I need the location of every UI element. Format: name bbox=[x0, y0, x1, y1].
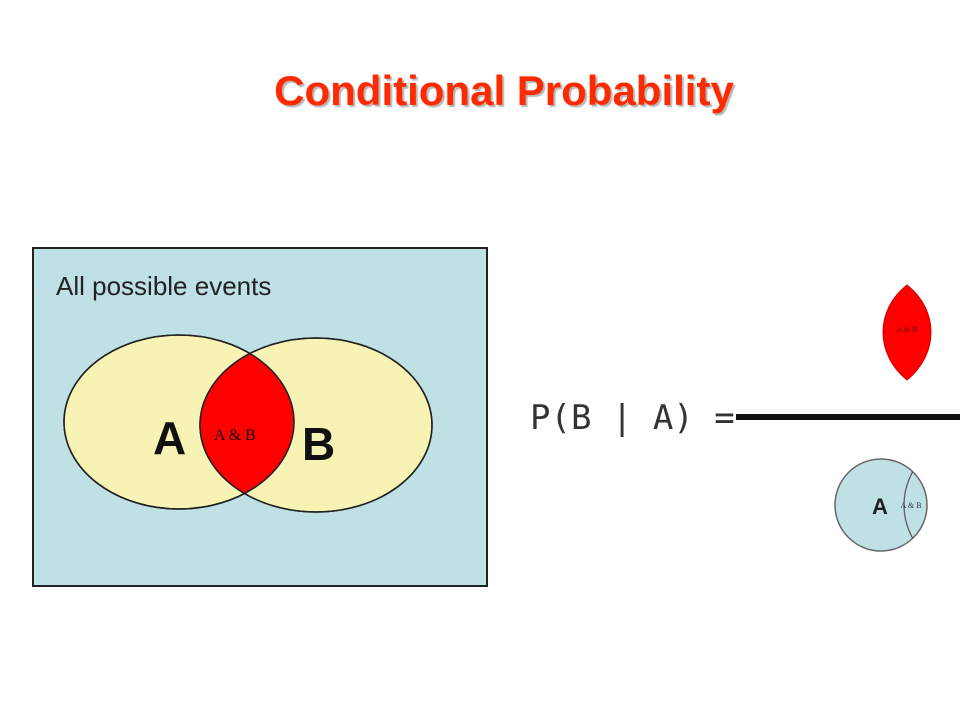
denominator-set-circle bbox=[834, 458, 928, 552]
universe-caption: All possible events bbox=[56, 271, 271, 301]
denominator-set-label: A bbox=[872, 494, 888, 519]
numerator-label: A & B bbox=[897, 325, 918, 334]
venn-svg: All possible events A B A & B bbox=[32, 247, 488, 587]
numerator-intersection-lens bbox=[882, 284, 932, 381]
venn-diagram: All possible events A B A & B bbox=[32, 247, 488, 587]
set-a-label: A bbox=[153, 412, 186, 464]
formula-lhs: P(B | A) = bbox=[530, 398, 735, 438]
set-b-outline bbox=[199, 337, 433, 513]
formula-svg: P(B | A) = A & B A A & B bbox=[530, 284, 960, 552]
intersection-label: A & B bbox=[214, 427, 256, 444]
set-b-label: B bbox=[302, 418, 335, 470]
set-a-outline bbox=[63, 334, 295, 510]
denominator-intersection-boundary bbox=[903, 459, 927, 551]
denominator-intersection-label: A & B bbox=[901, 501, 922, 510]
conditional-formula: P(B | A) = A & B A A & B bbox=[510, 222, 960, 582]
intersection-region bbox=[200, 338, 294, 509]
slide-title: Conditional Probability bbox=[274, 67, 734, 114]
